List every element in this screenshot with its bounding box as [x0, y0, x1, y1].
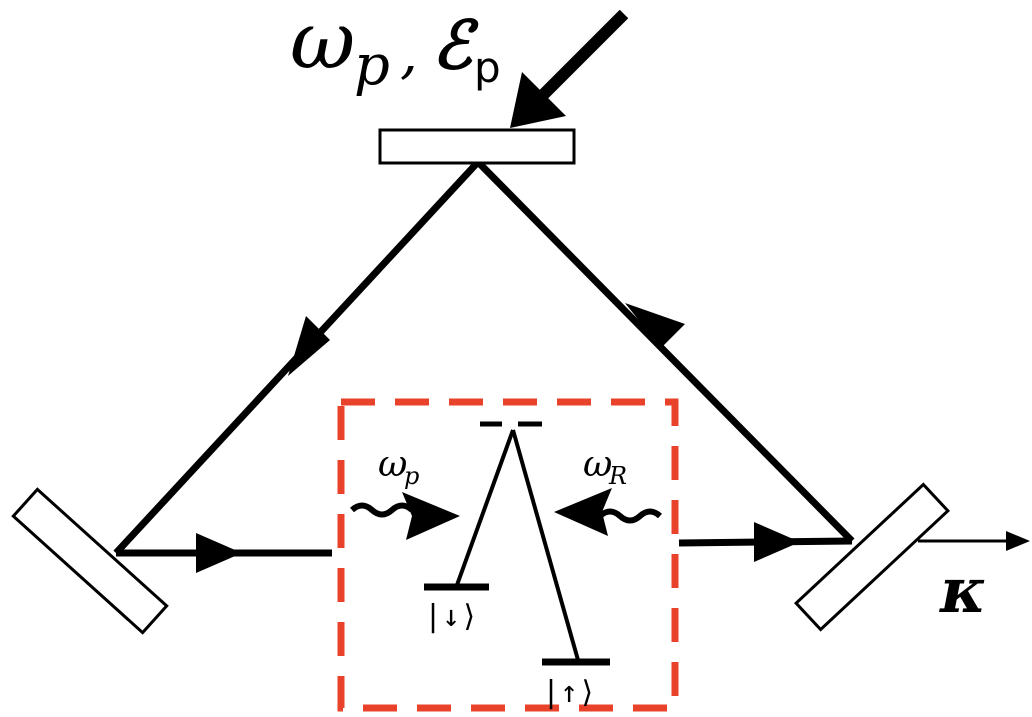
input-beam-line: [533, 9, 629, 105]
top-mirror: [378, 128, 576, 165]
omega-p-label: ω: [378, 444, 407, 485]
omega-p-subscript: p: [404, 462, 419, 490]
state-down-label: |↓⟩: [424, 599, 478, 634]
pump-omega-subscript: p: [354, 33, 390, 98]
label-comma: ,: [400, 21, 418, 86]
omega-r-subscript: R: [608, 462, 627, 490]
pump-field-subscript: p: [474, 43, 501, 92]
state-up-label: |↑⟩: [542, 675, 596, 710]
mirrors: [11, 128, 951, 635]
cavity-beam-paths: [113, 159, 1030, 573]
pump-photon-arrowhead: [402, 492, 460, 540]
beam-bottom-left-arrowhead: [196, 533, 242, 573]
atom-box: [337, 398, 679, 712]
pump-field-label: ℰ: [432, 6, 479, 84]
beam-right-to-top: [475, 159, 855, 544]
pump-transition-line: [455, 429, 515, 586]
output-beam-arrowhead: [1006, 531, 1030, 551]
input-beam-arrowhead: [510, 72, 566, 128]
level-scheme: [424, 421, 610, 666]
photon-arrows: [349, 488, 663, 540]
raman-photon-arrowhead: [554, 488, 612, 536]
raman-transition-line: [511, 429, 580, 661]
input-pump-beam: [510, 9, 629, 128]
beam-right-arrowhead: [625, 303, 685, 348]
right-mirror: [793, 482, 951, 632]
beam-bottom-right-arrowhead: [754, 522, 800, 562]
beam-left-arrowhead: [288, 316, 330, 376]
left-mirror: [11, 487, 169, 635]
omega-r-label: ω: [583, 444, 612, 485]
pump-photon-wave: [349, 502, 415, 518]
labels: ω p , ℰ p ω p ω R |↓⟩ |↑⟩ κ: [290, 0, 986, 710]
decay-kappa-label: κ: [939, 554, 986, 627]
raman-photon-wave: [597, 508, 663, 524]
pump-omega-label: ω: [290, 0, 355, 87]
